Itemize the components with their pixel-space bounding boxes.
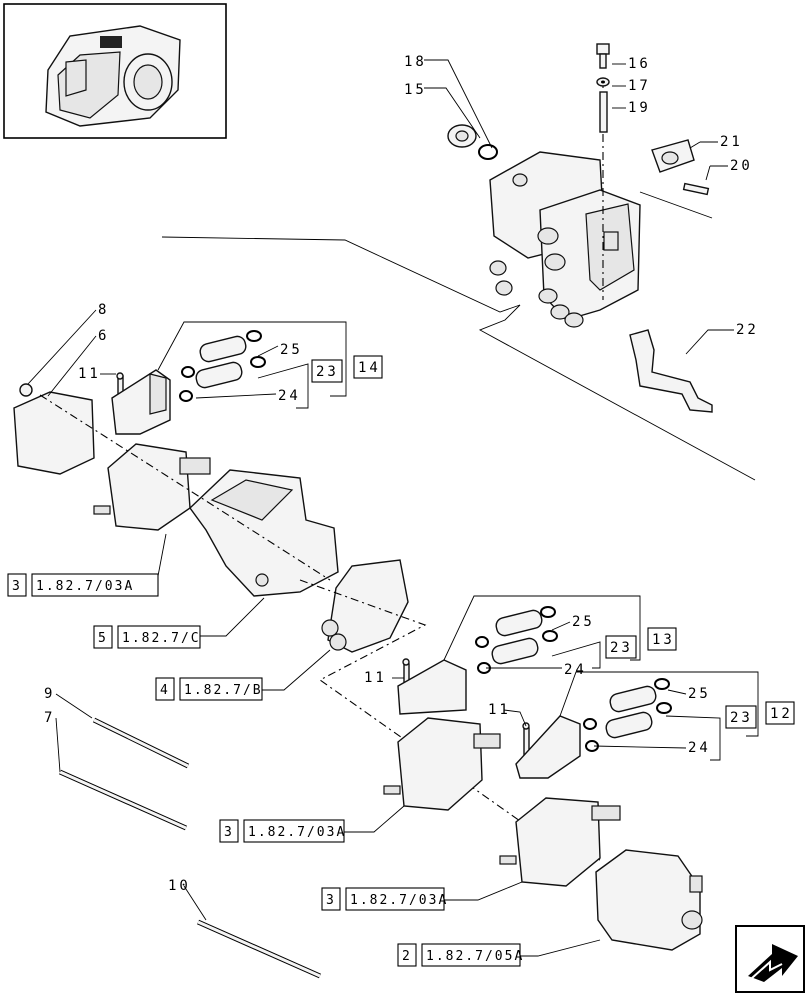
callout-9: 9 xyxy=(44,686,55,702)
ref-5-1-82-7-c[interactable]: 5 1.82.7/C xyxy=(93,625,201,649)
box-23-upper: 23 xyxy=(311,359,343,383)
callout-11-upper: 11 xyxy=(78,366,101,382)
callout-16: 16 xyxy=(628,56,651,72)
callout-10: 10 xyxy=(168,878,191,894)
callout-24-middle: 24 xyxy=(564,662,587,678)
callout-7: 7 xyxy=(44,710,55,726)
construction-lines xyxy=(161,191,756,481)
svg-text:3: 3 xyxy=(12,579,22,594)
ref-2-1-82-7-05a[interactable]: 2 1.82.7/05A xyxy=(397,943,524,967)
spools-13 xyxy=(475,606,558,674)
rod-7 xyxy=(58,769,188,831)
callout-17: 17 xyxy=(628,78,651,94)
screw-20 xyxy=(682,182,710,196)
callout-11-middle: 11 xyxy=(364,670,387,686)
valve-body-4 xyxy=(321,559,409,653)
arrow-right-icon xyxy=(748,944,798,982)
callout-25-lower: 25 xyxy=(688,686,711,702)
ref-3-1-82-7-03a-middle[interactable]: 3 1.82.7/03A xyxy=(219,819,346,843)
svg-text:1.82.7/05A: 1.82.7/05A xyxy=(426,949,524,964)
reference-labels: 3 1.82.7/03A 5 1.82.7/C 4 1.82.7/B 3 1.8… xyxy=(7,573,524,967)
callout-11-lower: 11 xyxy=(488,702,511,718)
washer-17 xyxy=(596,77,610,87)
plug-8 xyxy=(19,383,33,397)
oring-18 xyxy=(478,144,498,160)
next-page-button[interactable] xyxy=(735,925,805,993)
rod-10 xyxy=(196,919,322,979)
callout-22: 22 xyxy=(736,322,759,338)
spool-bracket-14 xyxy=(111,369,171,435)
callout-24-lower: 24 xyxy=(688,740,711,756)
callout-24-upper: 24 xyxy=(278,388,301,404)
svg-text:13: 13 xyxy=(652,632,675,648)
ref-3-1-82-7-03a-left[interactable]: 3 1.82.7/03A xyxy=(7,573,159,597)
svg-text:5: 5 xyxy=(98,631,108,646)
callout-25-middle: 25 xyxy=(572,614,595,630)
bolt-16 xyxy=(596,43,610,69)
callout-8: 8 xyxy=(98,302,109,318)
cover-6 xyxy=(13,391,95,475)
tractor-housing-thumbnail xyxy=(45,25,181,127)
callout-25-upper: 25 xyxy=(280,342,303,358)
callout-20: 20 xyxy=(730,158,753,174)
svg-text:1.82.7/03A: 1.82.7/03A xyxy=(350,893,448,908)
spools-14 xyxy=(179,330,266,402)
leader-lines xyxy=(27,59,759,957)
svg-text:1.82.7/B: 1.82.7/B xyxy=(184,683,263,698)
callout-numbers: 18 15 16 17 19 21 20 22 8 6 11 25 24 9 7… xyxy=(44,54,759,894)
svg-text:4: 4 xyxy=(160,683,170,698)
svg-text:12: 12 xyxy=(770,706,793,722)
boxed-numbers: 23 14 23 13 23 12 xyxy=(311,355,795,729)
callout-15: 15 xyxy=(404,82,427,98)
flange-21 xyxy=(651,139,695,173)
spools-12 xyxy=(583,678,672,752)
box-23-middle: 23 xyxy=(605,635,637,659)
svg-text:14: 14 xyxy=(358,360,381,376)
valve-ports xyxy=(489,173,584,328)
svg-text:1.82.7/03A: 1.82.7/03A xyxy=(248,825,346,840)
callout-18: 18 xyxy=(404,54,427,70)
rod-9 xyxy=(92,717,190,769)
svg-text:3: 3 xyxy=(224,825,234,840)
thumbnail-frame xyxy=(3,3,227,139)
box-14: 14 xyxy=(353,355,383,379)
housing-5 xyxy=(189,469,339,597)
svg-text:3: 3 xyxy=(326,893,336,908)
callout-19: 19 xyxy=(628,100,651,116)
end-cover-2 xyxy=(595,849,703,951)
svg-text:1.82.7/03A: 1.82.7/03A xyxy=(36,579,134,594)
ref-3-1-82-7-03a-lower[interactable]: 3 1.82.7/03A xyxy=(321,887,448,911)
ref-4-1-82-7-b[interactable]: 4 1.82.7/B xyxy=(155,677,263,701)
callout-6: 6 xyxy=(98,328,109,344)
svg-text:23: 23 xyxy=(610,640,633,656)
svg-text:23: 23 xyxy=(730,710,753,726)
box-13: 13 xyxy=(647,627,677,651)
svg-text:2: 2 xyxy=(402,949,412,964)
valve-section-middle xyxy=(383,717,501,811)
box-23-lower: 23 xyxy=(725,705,757,729)
main-valve-assembly xyxy=(489,80,641,328)
box-12: 12 xyxy=(765,701,795,725)
svg-text:1.82.7/C: 1.82.7/C xyxy=(122,631,201,646)
plug-15 xyxy=(447,124,477,148)
valve-section-left xyxy=(93,443,211,531)
stud-19 xyxy=(599,91,608,133)
svg-text:23: 23 xyxy=(316,364,339,380)
bracket-22 xyxy=(629,329,713,413)
callout-21: 21 xyxy=(720,134,743,150)
